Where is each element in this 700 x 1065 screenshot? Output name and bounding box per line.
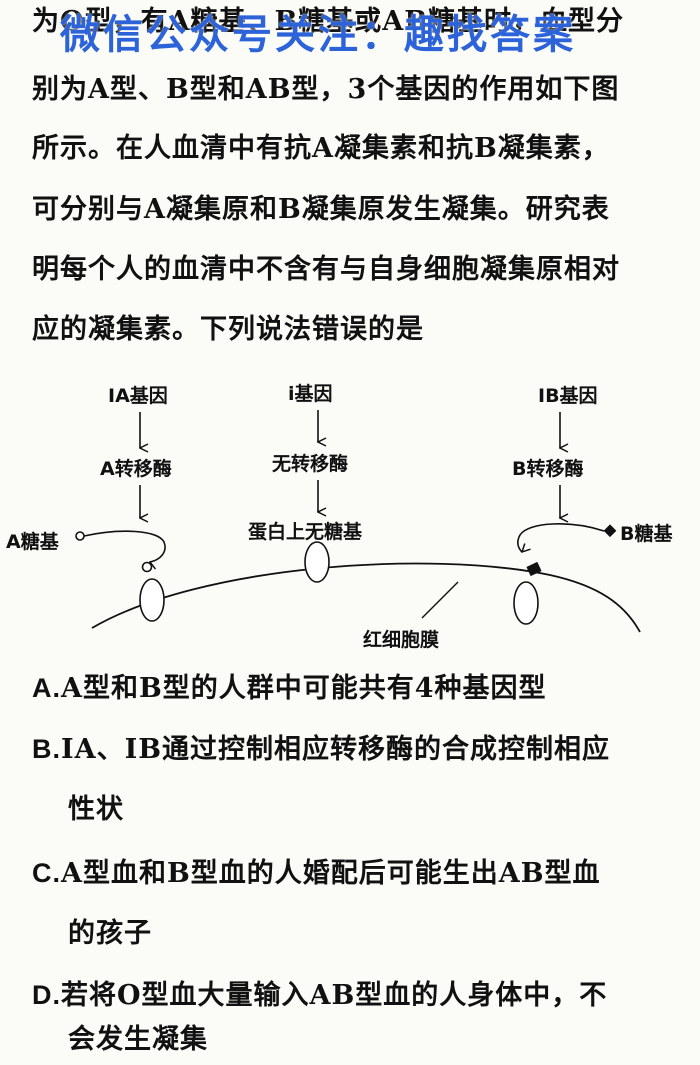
- no-enzyme-label: 无转移酶: [272, 452, 348, 475]
- option-c-text: A型血和B型血的人婚配后可能生出AB型血: [61, 858, 601, 889]
- ia-gene-label: IA基因: [108, 384, 168, 407]
- red-cell-membrane: [91, 562, 641, 633]
- b-enzyme-label: B转移酶: [512, 457, 583, 480]
- b-sugar-symbol: [603, 524, 617, 538]
- option-b[interactable]: B.IA、IB通过控制相应转移酶的合成控制相应: [32, 729, 692, 770]
- a-sugar-attached-icon: [141, 561, 153, 573]
- option-d-continued: 会发生凝集: [68, 1024, 208, 1055]
- membrane-protein-a: [139, 578, 165, 622]
- option-c-label: C.: [32, 858, 61, 888]
- option-d[interactable]: D.若将O型血大量输入AB型血的人身体中，不: [32, 975, 692, 1016]
- ib-gene-label: IB基因: [538, 384, 598, 407]
- option-d-text: 若将O型血大量输入AB型血的人身体中，不: [61, 980, 608, 1011]
- a-sugar-symbol: [75, 531, 85, 541]
- watermark-overlay: 微信公众号关注：趣找答案: [60, 12, 576, 58]
- option-c-continued: 的孩子: [68, 918, 152, 949]
- option-a-text: A型和B型的人群中可能共有4种基因型: [61, 673, 547, 704]
- i-gene-label: i基因: [288, 382, 333, 405]
- membrane-protein-b: [513, 581, 539, 625]
- option-a[interactable]: A.A型和B型的人群中可能共有4种基因型: [32, 668, 692, 709]
- no-sugar-protein-label: 蛋白上无糖基: [248, 520, 363, 543]
- option-b-label: B.: [32, 734, 61, 764]
- option-a-label: A.: [32, 673, 61, 703]
- stem-line-1: 为O型，有A糖基、B糖基或AB糖基时，血型分: [32, 6, 625, 37]
- membrane-pointer: [421, 581, 459, 619]
- option-d-label: D.: [32, 980, 61, 1010]
- blood-type-diagram: IA基因 A转移酶 A糖基 i基因 无转移酶 蛋白上无糖基 IB基因 B转移酶 …: [6, 382, 673, 651]
- membrane-protein-o: [304, 541, 330, 583]
- stem-line-4: 可分别与A凝集原和B凝集原发生凝集。研究表: [32, 194, 610, 225]
- membrane-label: 红细胞膜: [363, 628, 439, 651]
- option-b-continued: 性状: [68, 794, 124, 825]
- b-sugar-transfer-arrow: [517, 523, 605, 552]
- option-c[interactable]: C.A型血和B型血的人婚配后可能生出AB型血: [32, 853, 692, 894]
- stem-line-6: 应的凝集素。下列说法错误的是: [32, 314, 424, 345]
- stem-line-3: 所示。在人血清中有抗A凝集素和抗B凝集素，: [32, 133, 610, 164]
- a-enzyme-label: A转移酶: [100, 457, 172, 480]
- stem-line-2: 别为A型、B型和AB型，3个基因的作用如下图: [32, 74, 620, 105]
- b-sugar-label: B糖基: [620, 522, 673, 545]
- option-b-text: IA、IB通过控制相应转移酶的合成控制相应: [61, 734, 611, 765]
- b-sugar-attached-icon: [526, 561, 542, 577]
- a-sugar-transfer-arrow: [83, 530, 166, 562]
- stem-line-5: 明每个人的血清中不含有与自身细胞凝集原相对: [32, 254, 620, 285]
- a-sugar-label: A糖基: [6, 530, 60, 553]
